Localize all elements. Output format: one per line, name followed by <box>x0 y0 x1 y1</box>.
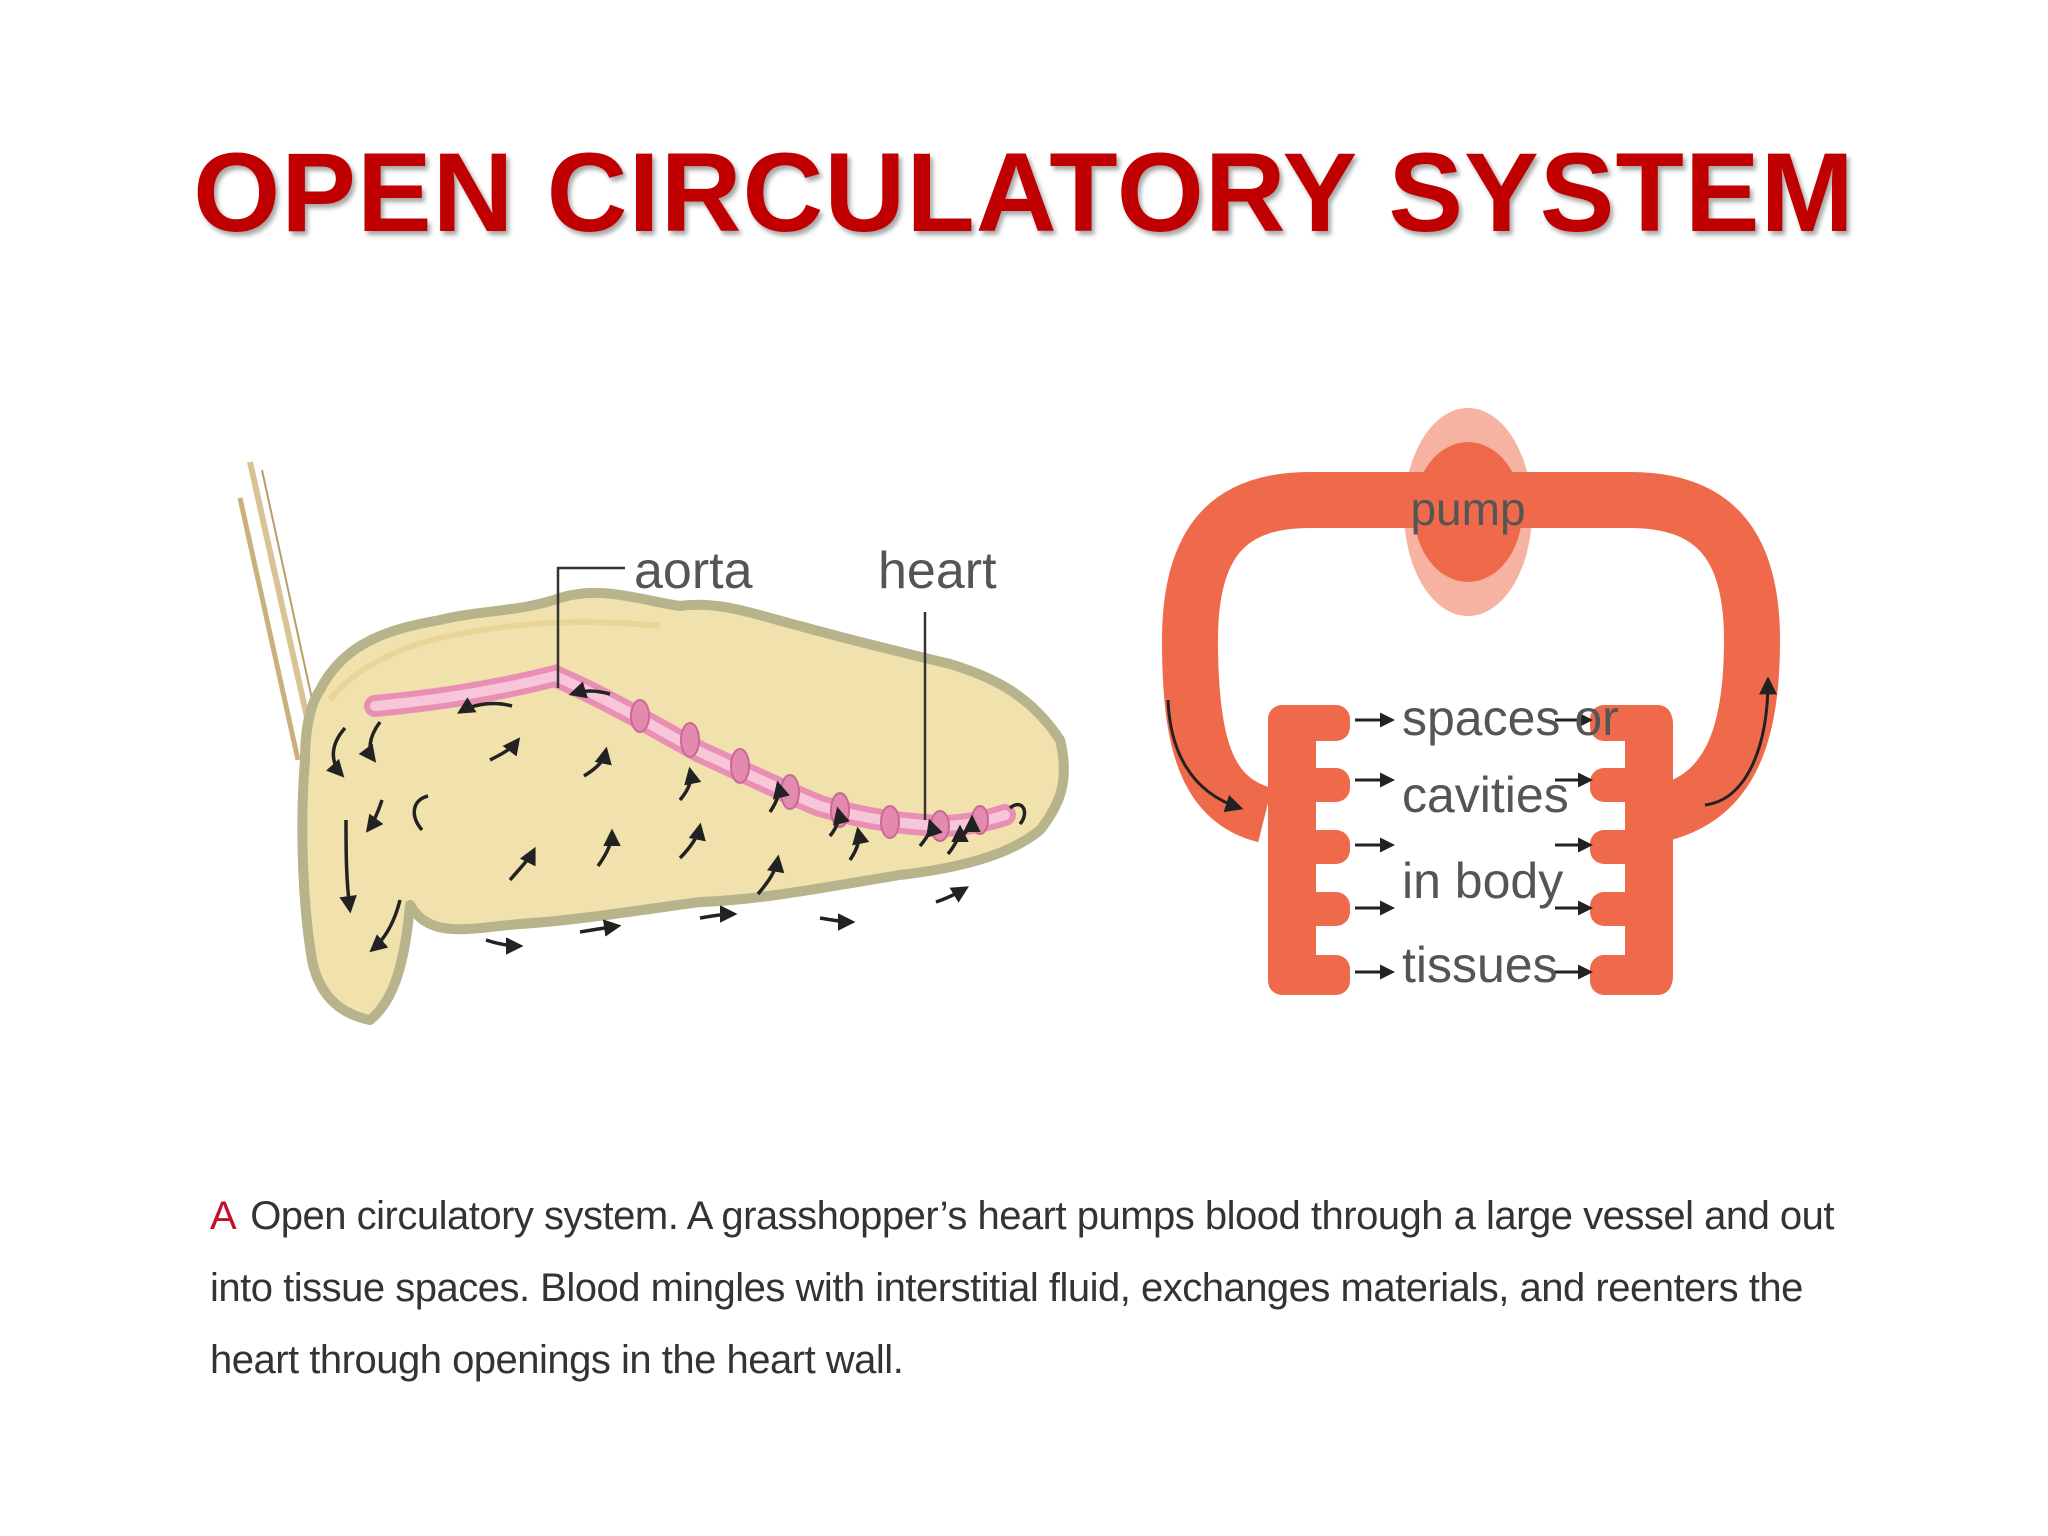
caption-letter: A <box>210 1194 237 1238</box>
tissue-label-line-4: tissues <box>1402 937 1558 993</box>
loop-direction-arrows <box>1166 676 1777 813</box>
caption-text: Open circulatory system. A grasshopper’s… <box>210 1194 1835 1382</box>
circulation-loop <box>1161 472 1781 843</box>
slide-title: OPEN CIRCULATORY SYSTEM <box>193 130 1855 255</box>
tissue-label-line-3: in body <box>1402 853 1563 909</box>
aorta-leader-line <box>556 566 625 688</box>
aorta-label: aorta <box>634 542 753 600</box>
body-flow-arrows <box>326 681 1027 955</box>
heart-label: heart <box>878 542 997 600</box>
flow-arrows <box>1355 712 1593 980</box>
pump-chamber <box>1414 442 1522 582</box>
open-circulation-schematic: pump <box>1161 408 1781 995</box>
tissue-label-line-1: spaces or <box>1402 690 1619 746</box>
grasshopper-illustration: aorta heart <box>237 461 1069 1025</box>
right-tissue-comb <box>1590 705 1673 995</box>
tissue-label-line-2: cavities <box>1402 767 1569 823</box>
pump-label: pump <box>1410 483 1525 535</box>
left-tissue-comb <box>1268 705 1350 995</box>
